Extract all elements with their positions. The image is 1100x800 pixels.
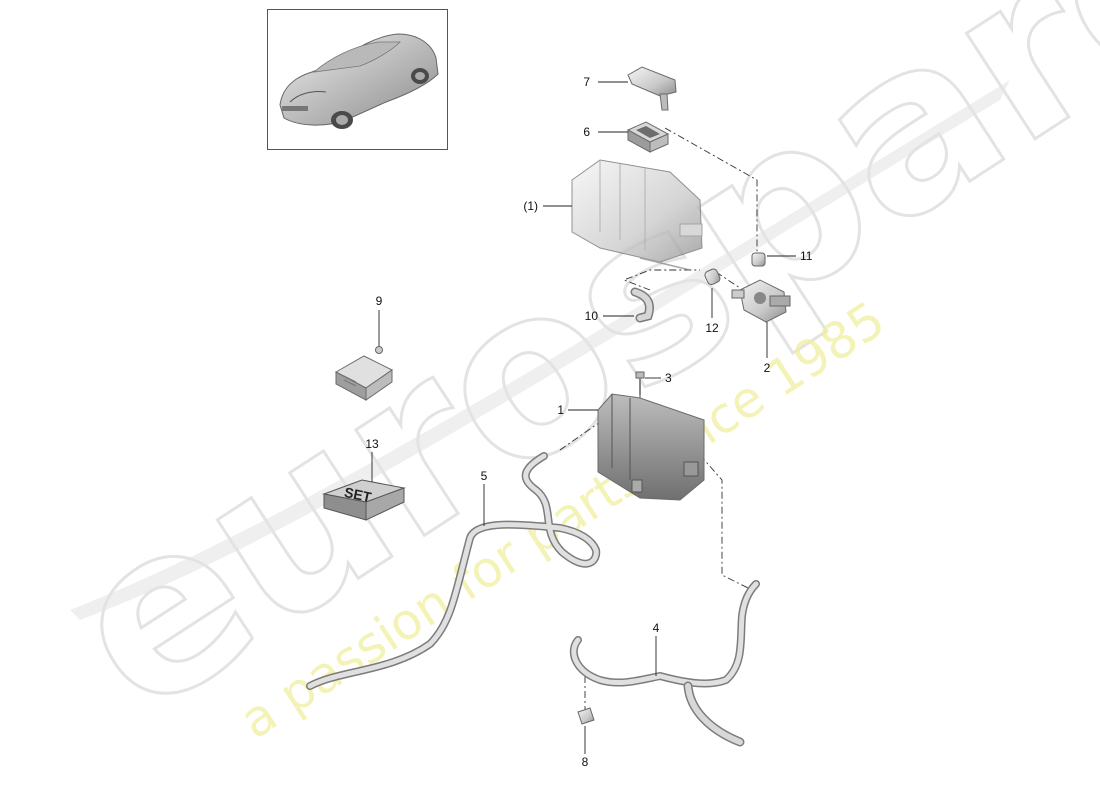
part-bracket-7 xyxy=(627,66,677,111)
callout-13: 13 xyxy=(365,437,379,451)
callout-11: 11 xyxy=(800,249,813,263)
part-filter-6 xyxy=(626,121,670,153)
part-hose-line-4 xyxy=(569,580,760,747)
callout-5: 5 xyxy=(481,469,488,483)
part-nut-9 xyxy=(375,346,383,354)
part-control-module xyxy=(334,355,393,401)
set-box-label: SET xyxy=(343,484,373,505)
callout-7: 7 xyxy=(583,75,590,89)
callout-6: 6 xyxy=(583,125,590,139)
callout-labels: 7 6 (1) 11 12 10 2 9 3 1 13 5 4 8 xyxy=(365,75,812,769)
part-cap-11 xyxy=(751,252,766,267)
part-bolt-3 xyxy=(635,371,645,395)
callout-3: 3 xyxy=(665,371,672,385)
callout-8: 8 xyxy=(582,755,589,769)
part-hose-line-5 xyxy=(306,452,601,690)
watermark-brand: eurospares xyxy=(25,0,1100,766)
part-hose-10 xyxy=(630,287,654,323)
part-canister-housing xyxy=(571,159,703,271)
vehicle-thumbnail-frame xyxy=(267,9,448,150)
callout-10: 10 xyxy=(585,309,599,323)
callout-9: 9 xyxy=(376,294,383,308)
part-set-kit-13: SET xyxy=(322,479,406,521)
car-thumbnail-image xyxy=(279,33,439,129)
part-sleeve-12 xyxy=(704,268,721,286)
callout-4: 4 xyxy=(653,621,660,635)
callout-12: 12 xyxy=(705,321,719,335)
part-clip-8 xyxy=(577,707,595,725)
callout-2: 2 xyxy=(764,361,771,375)
leader-lines xyxy=(371,81,796,754)
part-carbon-canister-1 xyxy=(597,393,705,501)
callout-1: 1 xyxy=(557,403,564,417)
callout-1-parenthesized: (1) xyxy=(523,199,538,213)
watermark: eurospares a passion for parts since 198… xyxy=(23,0,1100,768)
part-valve-2 xyxy=(731,279,791,323)
